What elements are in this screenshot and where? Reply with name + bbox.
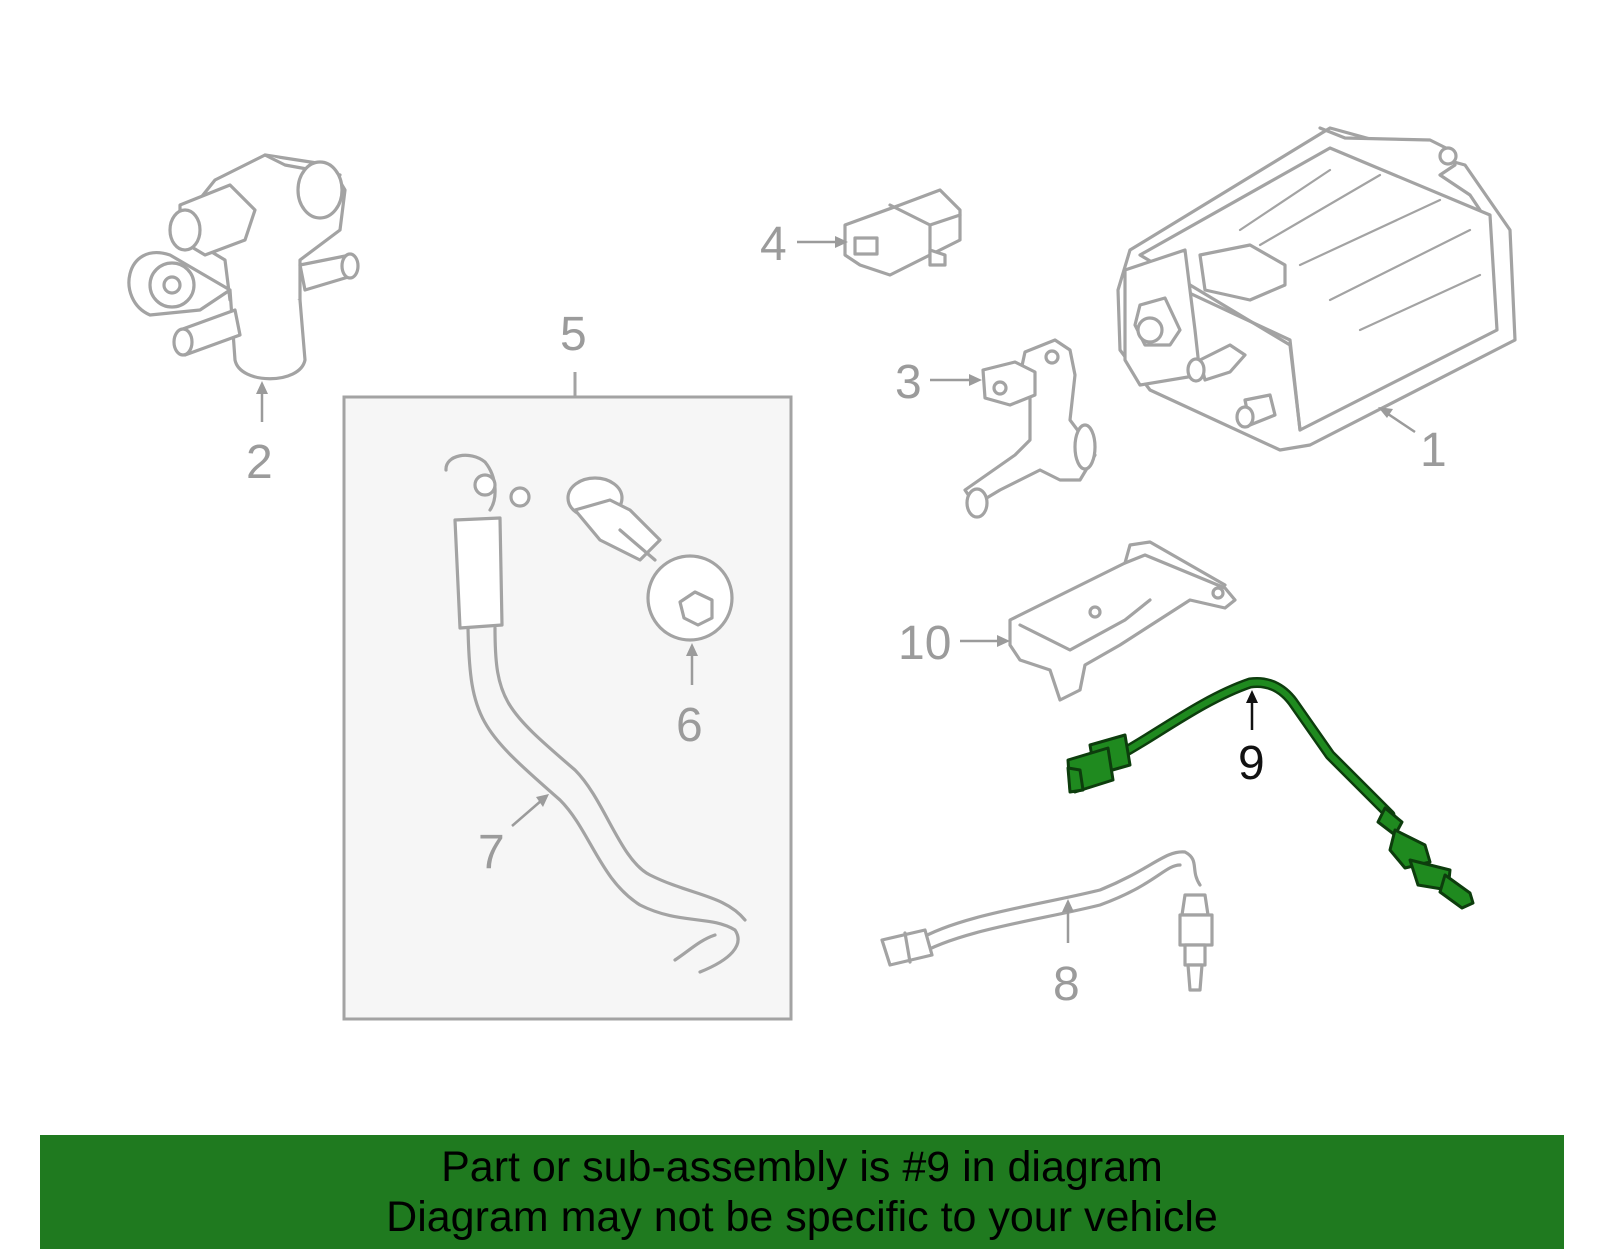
part-3-elbow-fitting[interactable] [963, 338, 1097, 519]
callout-6: 6 [676, 699, 703, 752]
callout-1-leader [1378, 407, 1416, 434]
part-6-valve[interactable] [566, 476, 734, 642]
callout-10-leader [960, 635, 1010, 647]
callout-2: 2 [246, 436, 273, 489]
part-4-connector[interactable] [843, 188, 962, 277]
callout-2-leader [256, 381, 268, 422]
part-10-bracket[interactable] [1008, 540, 1237, 702]
callout-8-leader [1062, 899, 1074, 943]
part-9-oxygen-sensor-highlighted[interactable] [1066, 676, 1475, 910]
assembly-box-5 [342, 372, 793, 1021]
callout-3-leader [930, 374, 982, 386]
callout-6-leader [686, 643, 698, 685]
callout-10: 10 [898, 617, 951, 670]
callout-9-leader [1246, 690, 1258, 730]
part-8-oxygen-sensor[interactable] [880, 850, 1214, 992]
banner-line-1: Part or sub-assembly is #9 in diagram [441, 1143, 1163, 1191]
part-1-canister[interactable] [1116, 126, 1517, 452]
callout-4: 4 [760, 218, 787, 271]
callout-9: 9 [1238, 737, 1265, 790]
callout-3: 3 [895, 356, 922, 409]
callout-4-leader [797, 236, 848, 248]
callout-7: 7 [478, 826, 505, 879]
callout-7-leader [511, 794, 549, 827]
part-7-hose[interactable] [444, 453, 747, 974]
part-2-purge-valve[interactable] [127, 153, 360, 381]
callout-1: 1 [1420, 424, 1447, 477]
callout-8: 8 [1053, 958, 1080, 1011]
info-banner: Part or sub-assembly is #9 in diagram Di… [40, 1135, 1564, 1249]
callout-5: 5 [560, 308, 587, 361]
banner-line-2: Diagram may not be specific to your vehi… [386, 1193, 1218, 1241]
